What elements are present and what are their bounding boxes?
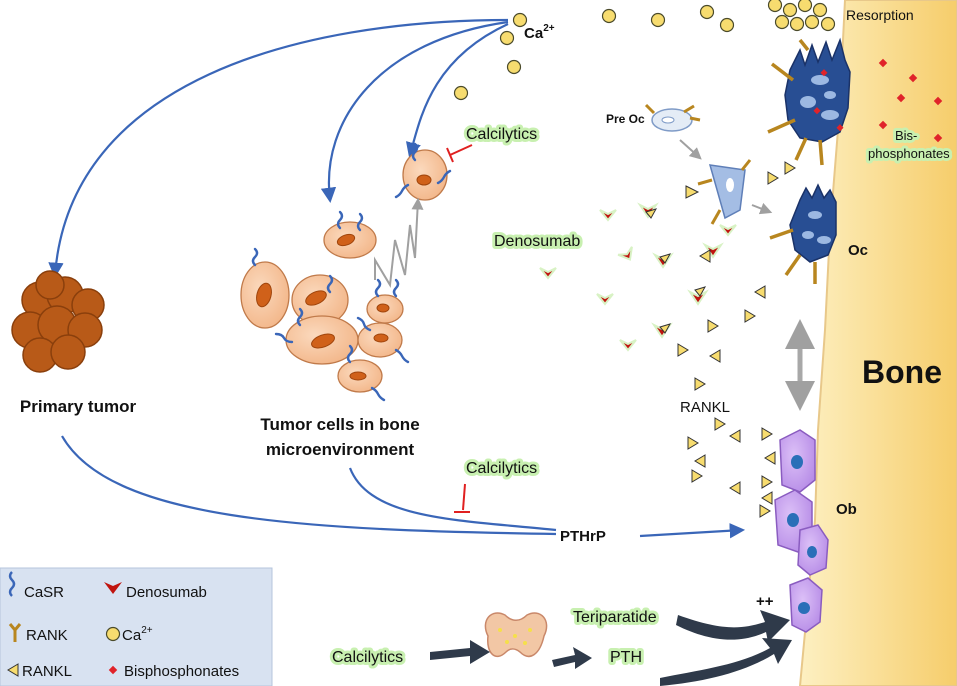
rankl-molecules: [645, 161, 796, 518]
primary-tumor: [11, 270, 105, 373]
rankl-label: RANKL: [680, 399, 730, 416]
osteoblast-nuclei: [787, 455, 817, 614]
pre-oc-label: Pre Oc: [606, 112, 645, 126]
legend-calcium-icon: [105, 626, 121, 642]
calcilytics-mid-inhibit: [454, 483, 470, 513]
bisphosphonates-label-line1: Bis-: [895, 128, 917, 143]
legend-bisphosphonates-label: Bisphosphonates: [124, 663, 239, 680]
intermediate-osteoclast: [697, 159, 752, 225]
calcium-label: Ca2+: [524, 23, 555, 42]
bone-label: Bone: [862, 354, 942, 390]
resorption-label: Resorption: [846, 7, 914, 23]
pre-oc-arrow: [679, 139, 702, 160]
denosumab-label: Denosumab: [494, 233, 580, 250]
legend-rank-label: RANK: [26, 627, 68, 644]
preoc-to-oc-arrow: [751, 202, 773, 215]
legend-rankl-label: RANKL: [22, 663, 72, 680]
osteoclast-large: [767, 37, 851, 166]
calcilytics-mid-label: Calcilytics: [466, 460, 537, 477]
pthrp-arrows: [61, 435, 746, 539]
teriparatide-label: Teriparatide: [573, 609, 657, 626]
primary-tumor-label: Primary tumor: [20, 397, 137, 416]
pthrp-label: PTHrP: [560, 528, 606, 545]
legend-denosumab-label: Denosumab: [126, 584, 207, 601]
calcilytics-top-inhibit: [446, 144, 473, 163]
legend-rank-icon: [8, 623, 22, 642]
pth-pathway-arrows: [430, 610, 792, 686]
calcilytics-top-label: Calcilytics: [466, 126, 537, 143]
legend-rankl-icon: [7, 663, 19, 677]
denosumab-molecules: [539, 202, 737, 352]
legend-calcium-label: Ca2+: [122, 625, 153, 644]
legend-casr-icon: [8, 571, 16, 597]
tumor-cells-label-line2: microenvironment: [266, 440, 415, 459]
bisphosphonates-label-line2: phosphonates: [868, 146, 950, 161]
pth-label: PTH: [610, 649, 642, 666]
plusplus-label: ++: [756, 593, 774, 610]
calcium-ions: [453, 0, 836, 101]
legend-denosumab-icon: [104, 582, 122, 594]
pre-osteoclast: [644, 103, 701, 132]
legend: CaSR Denosumab RANK Ca2+ RANKL Bisphosph…: [0, 567, 273, 686]
parathyroid-gland: [484, 612, 548, 657]
tumor-cell-cluster: [240, 142, 452, 402]
calcilytics-bottom-label: Calcilytics: [332, 649, 403, 666]
osteoclast: [769, 183, 837, 284]
legend-casr-label: CaSR: [24, 584, 64, 601]
ob-label: Ob: [836, 501, 857, 518]
calcium-arrows: [48, 18, 509, 279]
oc-label: Oc: [848, 242, 868, 259]
tumor-cells-label-line1: Tumor cells in bone: [260, 415, 419, 434]
